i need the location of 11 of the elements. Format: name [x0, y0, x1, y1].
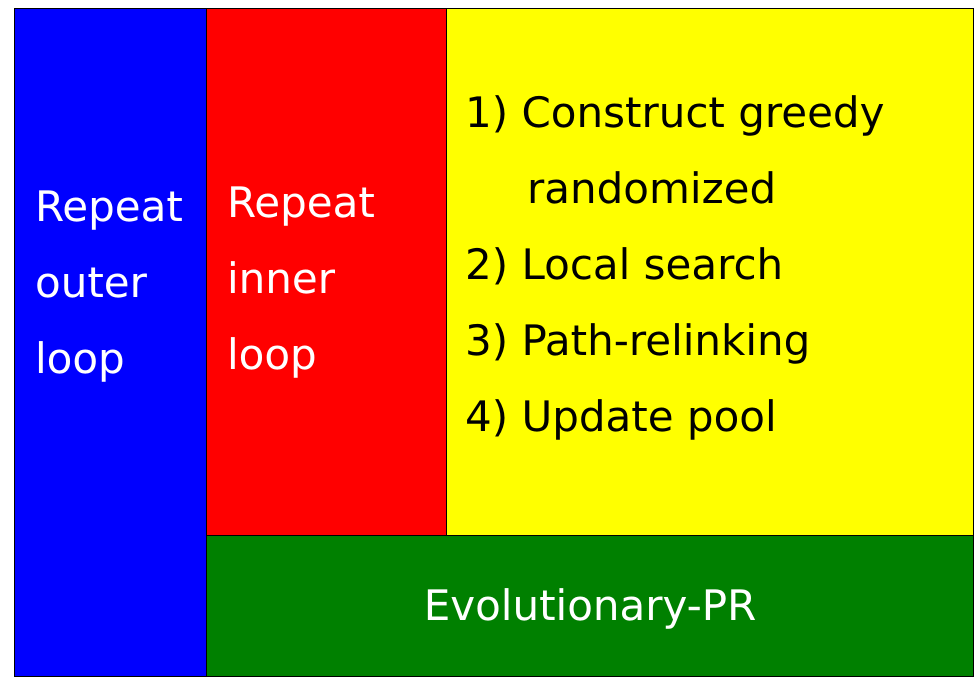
outer-loop-panel	[14, 8, 207, 677]
step-text: 2) Local search	[465, 239, 784, 291]
step-text: 3) Path-relinking	[465, 315, 810, 367]
panel-label: Repeat outer loop	[35, 181, 184, 385]
panel-label: Repeat inner loop	[227, 177, 376, 381]
panel-label: Evolutionary-PR	[424, 580, 756, 632]
step-text: 4) Update pool	[465, 391, 777, 443]
evolutionary-pr-panel	[206, 535, 974, 677]
steps-panel	[446, 8, 974, 536]
step-text: 1) Construct greedy randomized	[465, 87, 886, 215]
inner-loop-panel	[206, 8, 447, 536]
